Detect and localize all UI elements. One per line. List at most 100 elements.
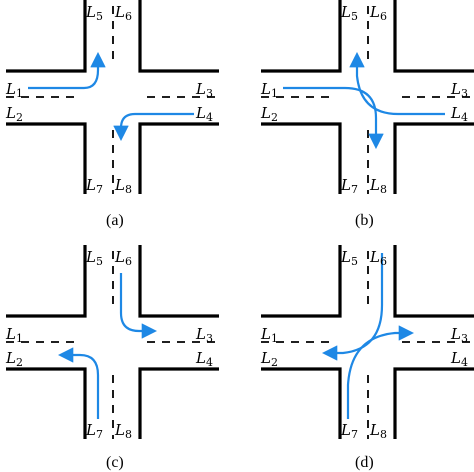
lane-label-l1: L1 xyxy=(5,325,23,345)
lane-index: 6 xyxy=(380,10,387,23)
panel-a: L1 L2 L3 L4 L5 L6 L7 L8 (a) xyxy=(4,0,221,229)
lane-label-l3: L3 xyxy=(450,80,468,100)
lane-symbol: L xyxy=(450,325,461,343)
lane-index: 4 xyxy=(206,356,213,369)
lane-label-l2: L2 xyxy=(5,104,23,124)
lane-index: 8 xyxy=(380,183,387,196)
lane-index: 3 xyxy=(461,332,468,345)
lane-symbol: L xyxy=(450,80,461,98)
lane-label-l6: L6 xyxy=(369,3,387,23)
lane-index: 5 xyxy=(351,255,358,268)
lane-label-l4: L4 xyxy=(195,349,213,369)
lane-label-l6: L6 xyxy=(114,248,132,268)
road-intersection xyxy=(259,0,474,196)
lane-label-l8: L8 xyxy=(114,421,132,441)
lane-index: 1 xyxy=(271,87,278,100)
lane-label-l4: L4 xyxy=(195,104,213,124)
lane-symbol: L xyxy=(369,3,380,21)
lane-index: 8 xyxy=(125,183,132,196)
lane-symbol: L xyxy=(5,349,16,367)
lane-label-l2: L2 xyxy=(260,104,278,124)
lane-index: 3 xyxy=(206,87,213,100)
lane-label-l6: L6 xyxy=(369,248,387,268)
lane-label-l5: L5 xyxy=(340,248,358,268)
panel-caption: (a) xyxy=(106,212,124,229)
lane-index: 6 xyxy=(125,10,132,23)
lane-symbol: L xyxy=(340,176,351,194)
lane-index: 2 xyxy=(16,111,23,124)
lane-index: 4 xyxy=(461,111,468,124)
lane-symbol: L xyxy=(260,80,271,98)
lane-symbol: L xyxy=(195,325,206,343)
lane-index: 5 xyxy=(96,10,103,23)
lane-label-l7: L7 xyxy=(85,176,103,196)
lane-symbol: L xyxy=(85,176,96,194)
lane-symbol: L xyxy=(340,248,351,266)
lane-symbol: L xyxy=(260,349,271,367)
panel-caption: (b) xyxy=(355,212,374,229)
lane-symbol: L xyxy=(340,3,351,21)
lane-symbol: L xyxy=(114,248,125,266)
lane-label-l8: L8 xyxy=(369,176,387,196)
lane-label-l2: L2 xyxy=(260,349,278,369)
lane-index: 3 xyxy=(206,332,213,345)
lane-symbol: L xyxy=(260,325,271,343)
lane-label-l1: L1 xyxy=(260,325,278,345)
lane-symbol: L xyxy=(85,421,96,439)
lane-symbol: L xyxy=(85,3,96,21)
lane-index: 8 xyxy=(125,428,132,441)
lane-label-l8: L8 xyxy=(114,176,132,196)
turn-arrow-l4-to-l5 xyxy=(349,51,445,116)
lane-index: 5 xyxy=(351,10,358,23)
panel-caption: (d) xyxy=(355,454,374,471)
lane-label-l3: L3 xyxy=(195,80,213,100)
lane-label-l4: L4 xyxy=(450,349,468,369)
lane-symbol: L xyxy=(260,104,271,122)
lane-index: 7 xyxy=(96,428,103,441)
lane-label-l3: L3 xyxy=(195,325,213,345)
lane-symbol: L xyxy=(114,421,125,439)
lane-index: 7 xyxy=(351,183,358,196)
lane-index: 1 xyxy=(16,332,23,345)
lane-label-l6: L6 xyxy=(114,3,132,23)
lane-symbol: L xyxy=(114,3,125,21)
lane-symbol: L xyxy=(369,176,380,194)
panel-c: L1 L2 L3 L4 L5 L6 L7 L8 (c) xyxy=(4,243,221,471)
lane-symbol: L xyxy=(340,421,351,439)
lane-symbol: L xyxy=(450,349,461,367)
lane-index: 2 xyxy=(271,356,278,369)
lane-symbol: L xyxy=(369,248,380,266)
road-intersection xyxy=(4,243,221,441)
lane-label-l7: L7 xyxy=(340,421,358,441)
lane-label-l4: L4 xyxy=(450,104,468,124)
lane-index: 6 xyxy=(380,255,387,268)
lane-symbol: L xyxy=(195,104,206,122)
lane-index: 4 xyxy=(206,111,213,124)
lane-symbol: L xyxy=(195,349,206,367)
lane-index: 2 xyxy=(271,111,278,124)
lane-index: 1 xyxy=(16,87,23,100)
lane-symbol: L xyxy=(5,104,16,122)
lane-index: 3 xyxy=(461,87,468,100)
lane-index: 7 xyxy=(96,183,103,196)
lane-label-l5: L5 xyxy=(340,3,358,23)
lane-index: 6 xyxy=(125,255,132,268)
panel-caption: (c) xyxy=(106,454,124,471)
lane-index: 2 xyxy=(16,356,23,369)
turn-arrow-l7-to-l2 xyxy=(57,347,100,419)
road-intersection xyxy=(4,0,221,196)
lane-symbol: L xyxy=(5,325,16,343)
lane-symbol: L xyxy=(114,176,125,194)
lane-label-l5: L5 xyxy=(85,3,103,23)
turn-arrow-l1-to-l5 xyxy=(28,51,106,90)
turn-arrow-l4-to-l7 xyxy=(113,112,194,142)
lane-label-l7: L7 xyxy=(340,176,358,196)
lane-label-l1: L1 xyxy=(260,80,278,100)
lane-index: 4 xyxy=(461,356,468,369)
lane-label-l3: L3 xyxy=(450,325,468,345)
lane-index: 1 xyxy=(271,332,278,345)
lane-index: 8 xyxy=(380,428,387,441)
lane-label-l8: L8 xyxy=(369,421,387,441)
lane-label-l7: L7 xyxy=(85,421,103,441)
